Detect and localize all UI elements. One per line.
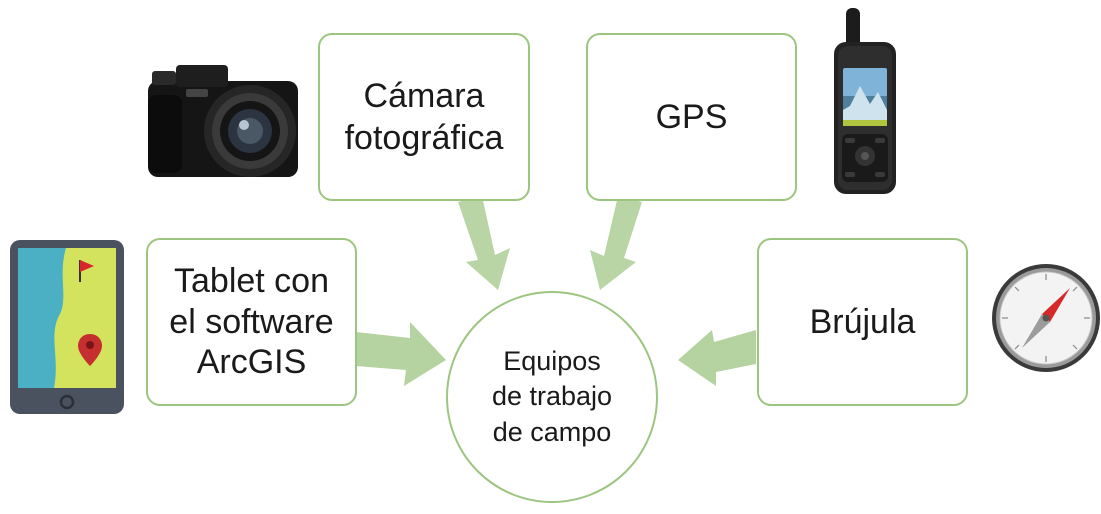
- compass-icon: [992, 264, 1100, 372]
- node-camera: Cámara fotográfica: [318, 33, 530, 201]
- node-tablet-label: Tablet con el software ArcGIS: [169, 261, 334, 382]
- node-compass: Brújula: [757, 238, 968, 406]
- gps-device-icon: [834, 8, 896, 194]
- arrow-camera-to-center: [458, 196, 510, 290]
- center-label: Equipos de trabajo de campo: [491, 346, 613, 447]
- arrow-gps-to-center: [590, 196, 642, 290]
- node-camera-label: Cámara fotográfica: [344, 76, 504, 158]
- arrow-tablet-to-center: [356, 322, 446, 386]
- node-tablet: Tablet con el software ArcGIS: [146, 238, 357, 406]
- arrow-compass-to-center: [678, 330, 756, 386]
- node-compass-label: Brújula: [809, 302, 916, 341]
- node-gps: GPS: [586, 33, 797, 201]
- camera-icon: [148, 65, 298, 177]
- center-node: Equipos de trabajo de campo: [446, 291, 658, 503]
- node-gps-label: GPS: [655, 97, 728, 136]
- tablet-map-icon: [10, 240, 124, 414]
